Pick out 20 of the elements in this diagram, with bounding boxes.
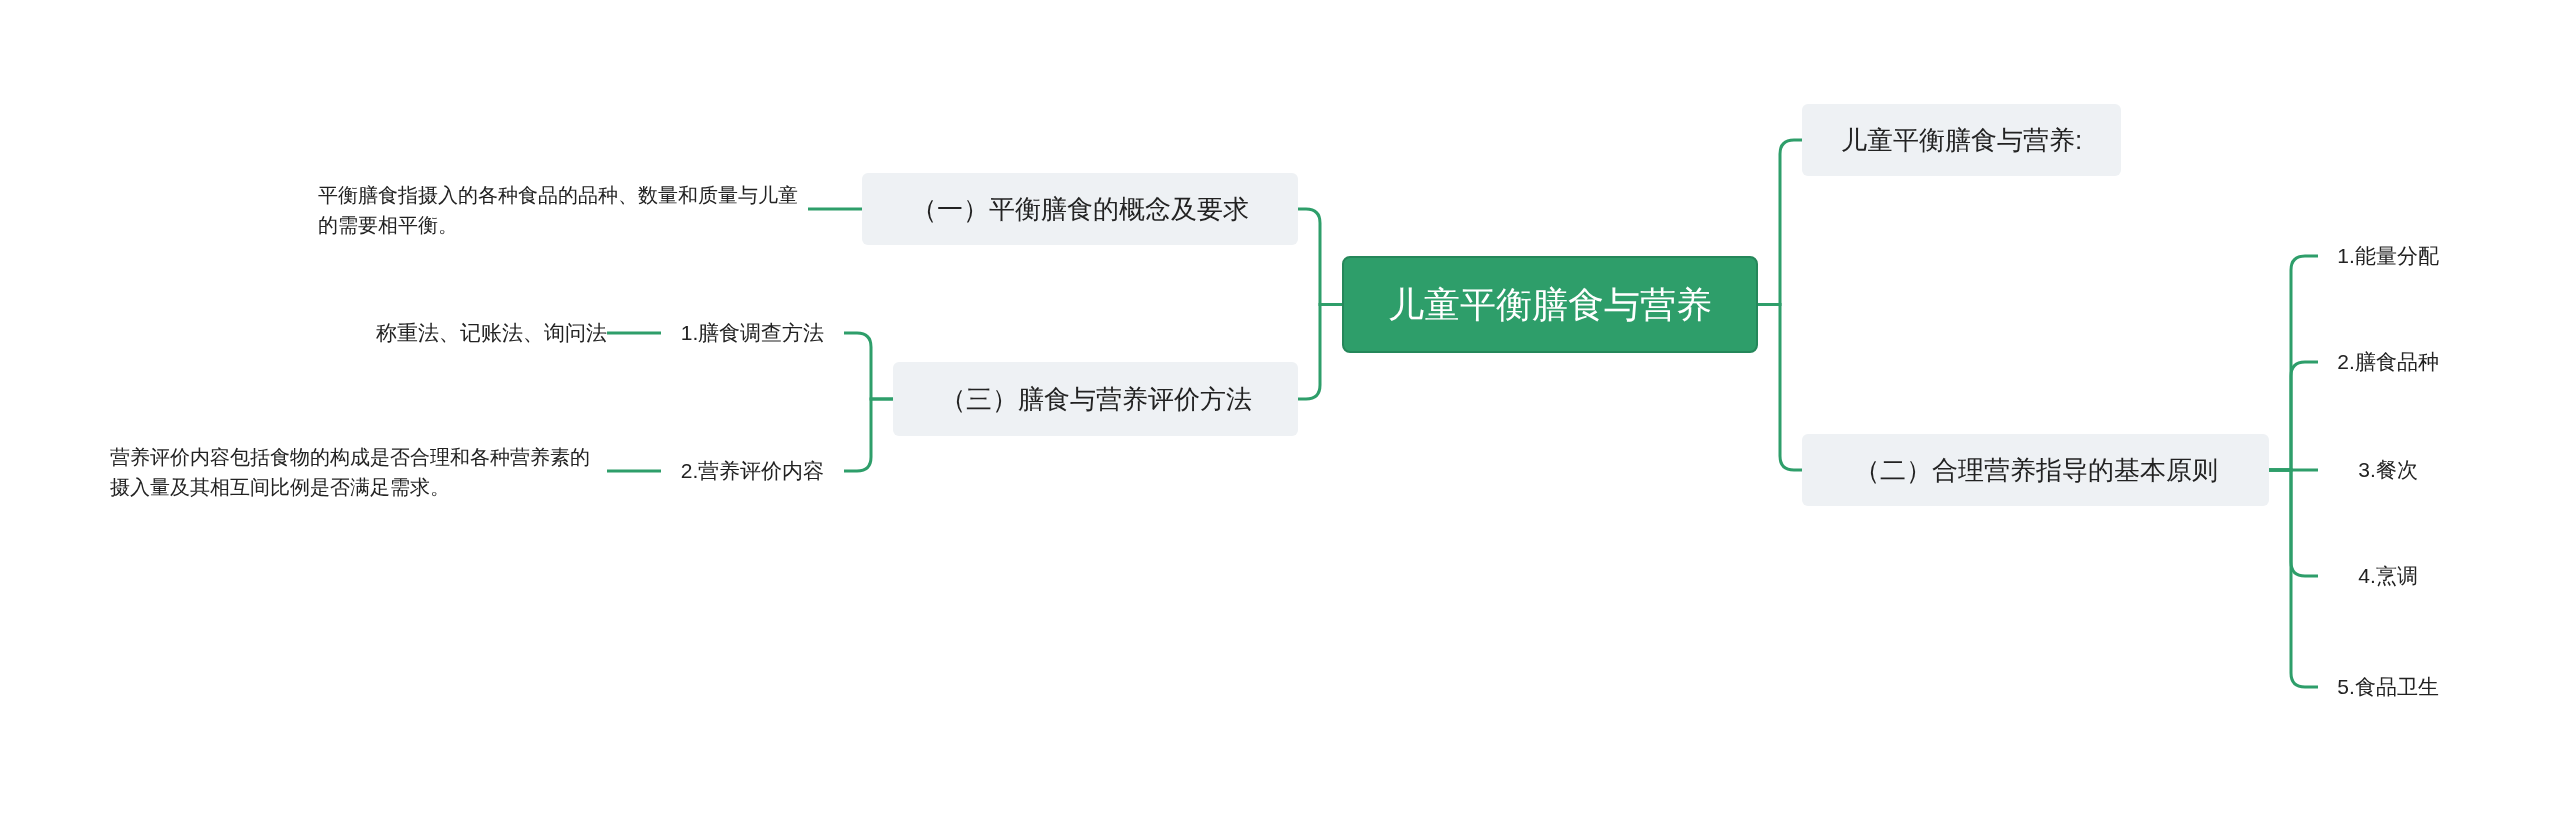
subtopic-label: 4.烹调 <box>2318 558 2458 594</box>
subtopic-label: 5.食品卫生 <box>2318 669 2458 705</box>
subtopic-label: 2.膳食品种 <box>2318 344 2458 380</box>
subtopic-label: 1.能量分配 <box>2318 238 2458 274</box>
connector-line <box>607 469 661 473</box>
note-text: 营养评价内容包括食物的构成是否合理和各种营养素的摄入量及其相互间比例是否满足需求。 <box>110 420 607 524</box>
topic-box: （二）合理营养指导的基本原则 <box>1802 434 2269 506</box>
subtopic-label: 2.营养评价内容 <box>661 452 844 490</box>
connector-line <box>1298 303 1342 401</box>
topic-box: 儿童平衡膳食与营养: <box>1802 104 2121 176</box>
topic-box: （三）膳食与营养评价方法 <box>893 362 1298 436</box>
note-text: 称重法、记账法、询问法 <box>316 315 607 351</box>
connector-line <box>607 331 661 335</box>
connector-line <box>808 207 862 211</box>
topic-box: （一）平衡膳食的概念及要求 <box>862 173 1298 245</box>
subtopic-label: 3.餐次 <box>2318 452 2458 488</box>
central-topic-box: 儿童平衡膳食与营养 <box>1342 256 1758 353</box>
connector-line <box>1758 303 1802 472</box>
subtopic-label: 1.膳食调查方法 <box>661 315 844 351</box>
note-text: 平衡膳食指摄入的各种食品的品种、数量和质量与儿童的需要相平衡。 <box>318 174 808 246</box>
